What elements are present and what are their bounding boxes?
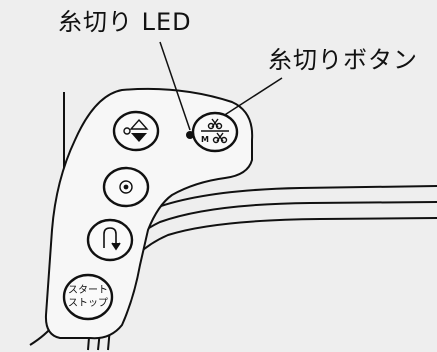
led-leader-line — [159, 41, 191, 131]
needle-up-down-button[interactable] — [112, 110, 160, 152]
presser-foot-button[interactable] — [102, 166, 150, 208]
memory-m-mark: M — [201, 135, 209, 144]
presser-foot-circle-icon — [119, 180, 133, 194]
reverse-stitch-button[interactable] — [86, 218, 134, 262]
start-stop-button[interactable]: スタート ストップ — [62, 273, 114, 321]
thread-cutter-button[interactable]: M — [191, 111, 239, 153]
scissors-icon — [207, 118, 228, 144]
button-leader-line — [219, 77, 283, 119]
needle-up-down-icon — [129, 118, 149, 142]
needle-position-dot-icon — [123, 127, 131, 135]
thread-cutter-button-label: 糸切りボタン — [268, 46, 418, 74]
thread-cutter-led-label: 糸切り LED — [58, 8, 192, 36]
reverse-stitch-icon — [103, 227, 121, 251]
start-stop-label-line2: ストップ — [68, 297, 108, 309]
start-stop-label-line1: スタート — [68, 284, 108, 296]
